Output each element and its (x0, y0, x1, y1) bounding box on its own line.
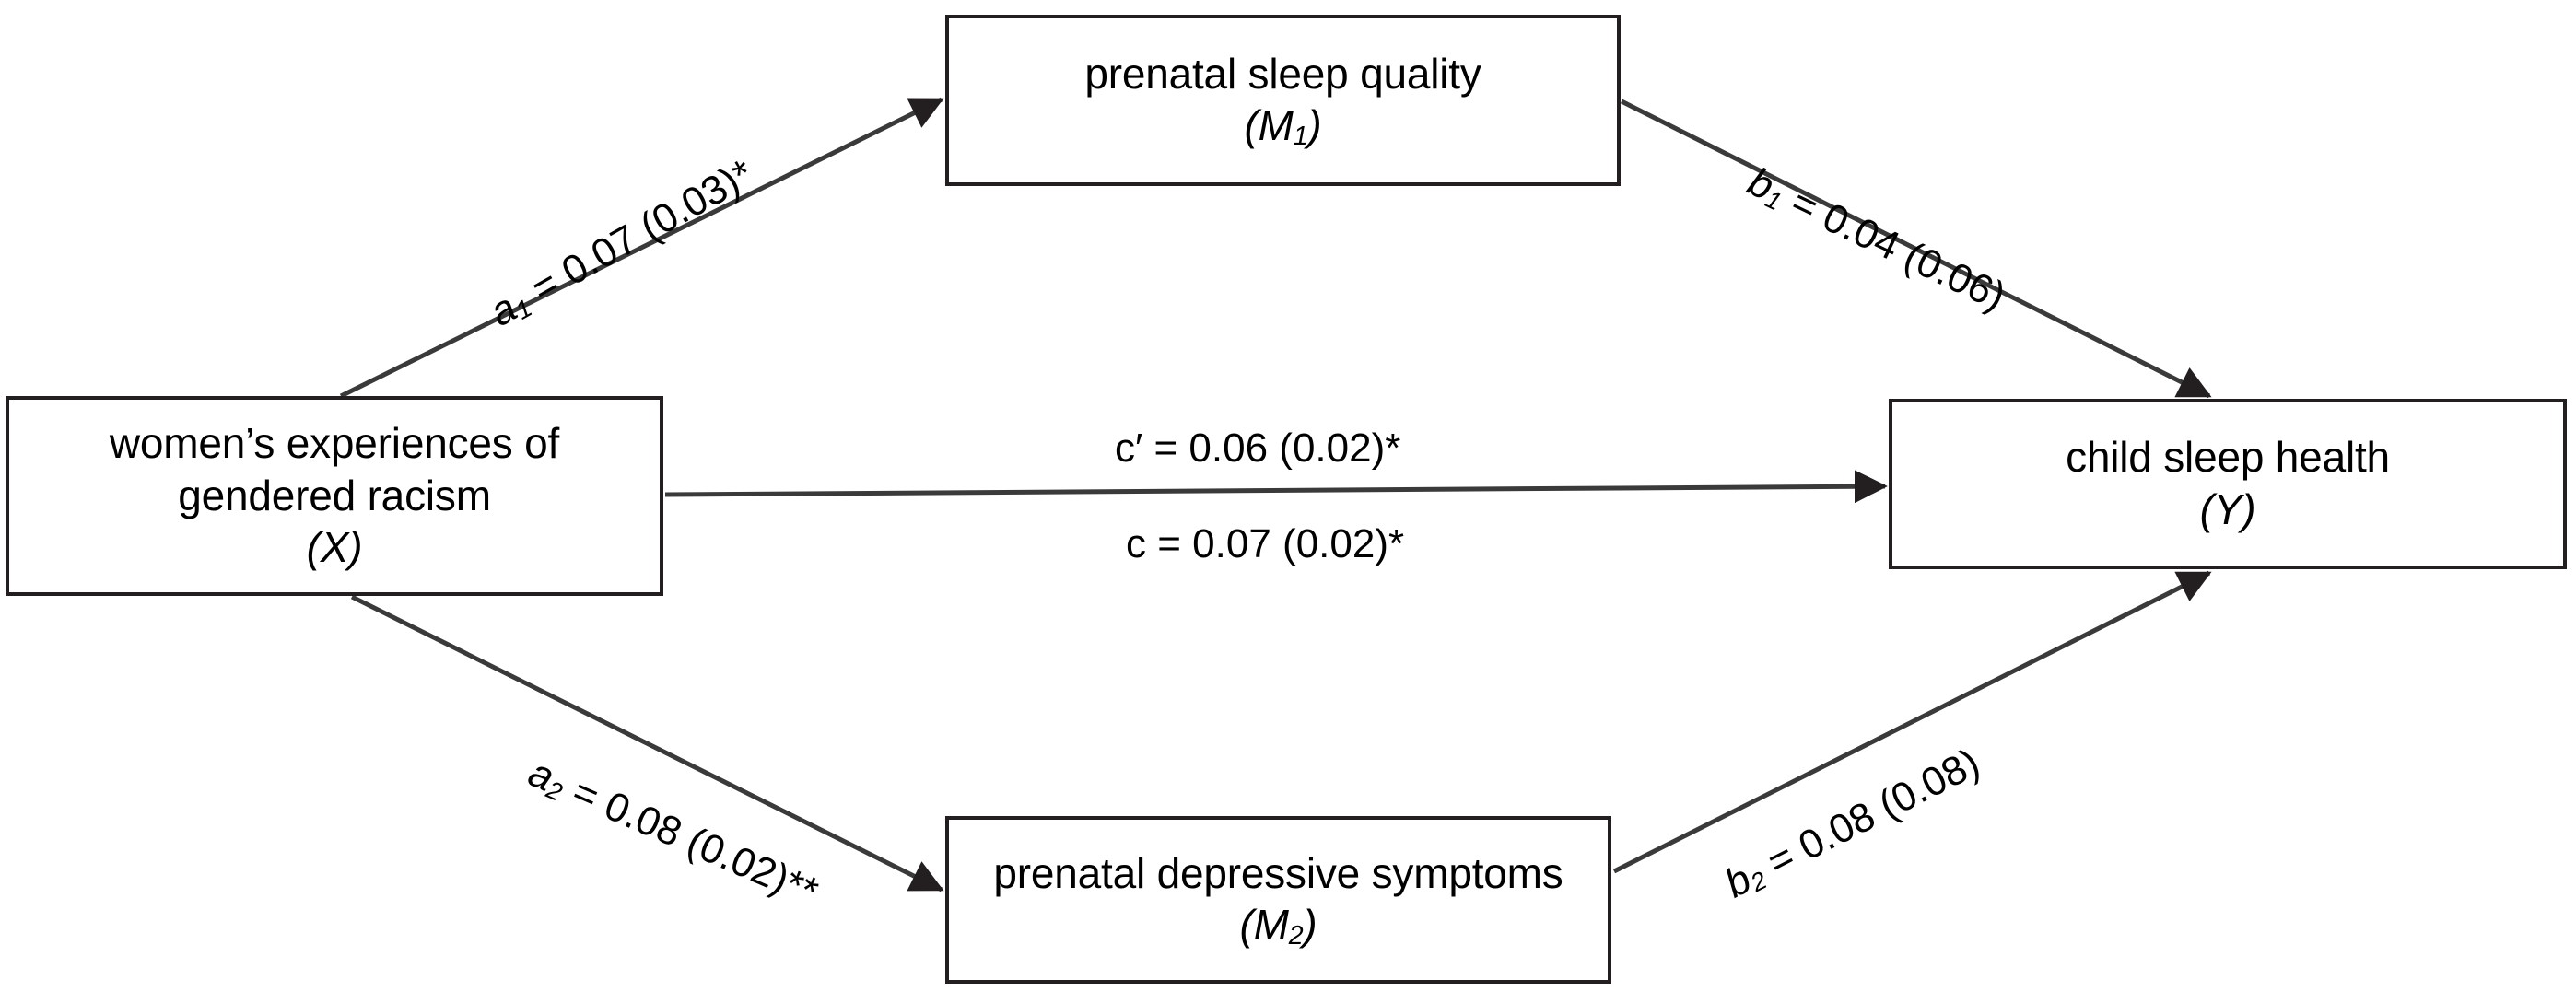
outcome-symbol: (Y) (2199, 484, 2256, 533)
path-arrow-a1 (339, 97, 944, 399)
path-label-c-prime: c′ = 0.06 (0.02)* (1115, 426, 1401, 471)
path-arrow-c-direct (664, 470, 1888, 504)
path-arrow-a2 (350, 594, 944, 892)
predictor-symbol: (X) (306, 522, 363, 571)
path-arrow-b2 (1612, 570, 2212, 874)
outcome-label: child sleep health (2066, 433, 2390, 482)
outcome-box[interactable]: child sleep health (Y) (1889, 399, 2567, 569)
path-label-c: c = 0.07 (0.02)* (1126, 521, 1405, 566)
mediator-2-symbol: (M2) (1239, 901, 1317, 951)
predictor-box[interactable]: women’s experiences of gendered racism (… (6, 396, 663, 596)
mediator-1-box[interactable]: prenatal sleep quality (M1) (945, 15, 1621, 186)
mediator-1-symbol: (M1) (1244, 101, 1322, 152)
predictor-label-line-2: gendered racism (178, 471, 491, 519)
mediator-1-label: prenatal sleep quality (1084, 49, 1481, 98)
mediator-2-label: prenatal depressive symptoms (993, 848, 1563, 897)
mediator-2-box[interactable]: prenatal depressive symptoms (M2) (945, 816, 1611, 984)
path-arrow-b1 (1620, 99, 2212, 399)
predictor-label-line-1: women’s experiences of (109, 419, 560, 468)
